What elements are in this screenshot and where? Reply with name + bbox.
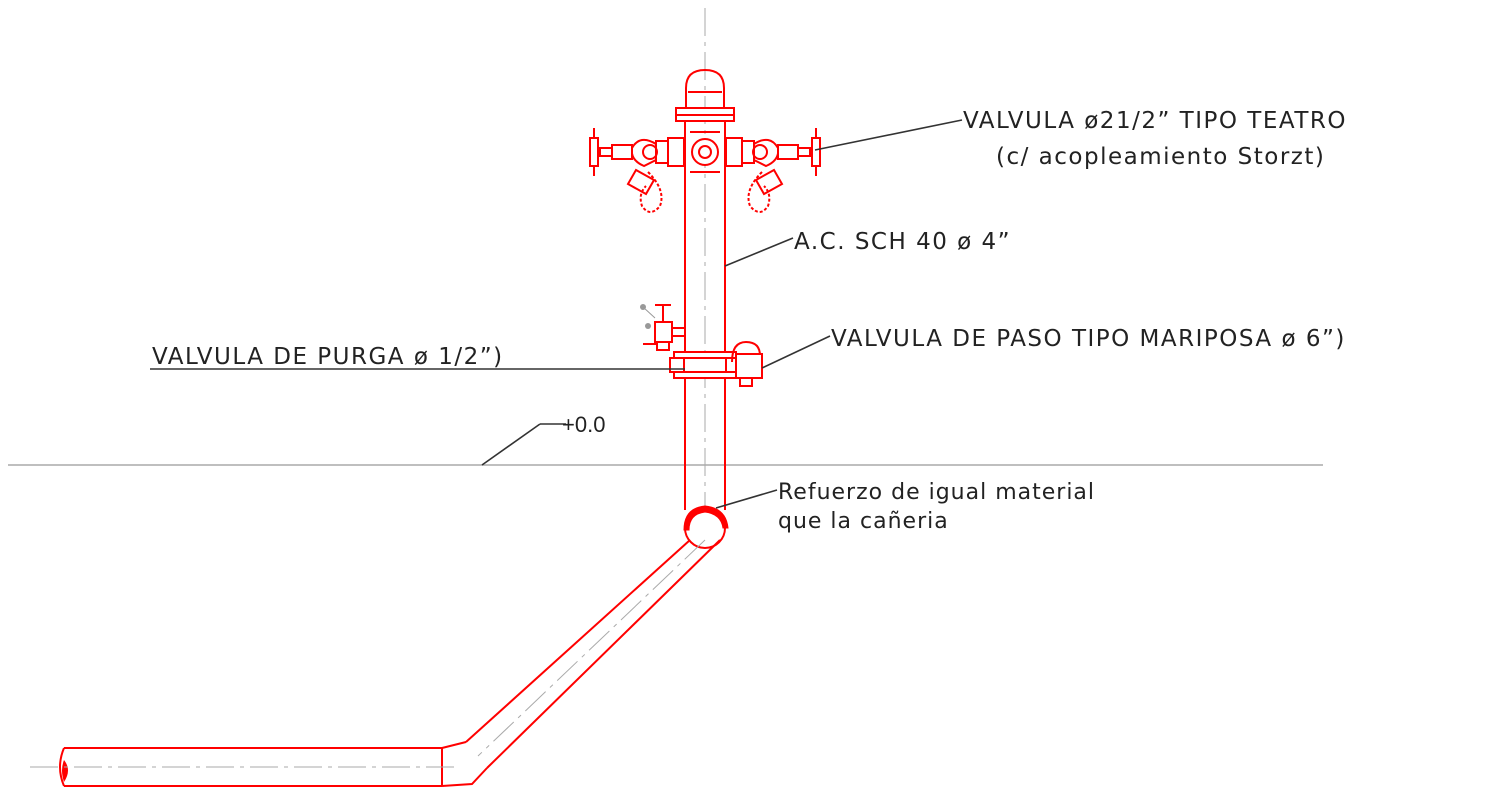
purge-valve: [640, 304, 685, 351]
leader-butterfly-valve: [761, 335, 831, 369]
label-teatro-valve-line2: (c/ acopleamiento Storzt): [996, 144, 1325, 170]
butterfly-valve: [669, 340, 763, 387]
left-outlet-valve: [589, 128, 685, 213]
leader-teatro-valve: [814, 119, 963, 151]
leader-level: [481, 423, 566, 466]
label-pipe-spec: A.C. SCH 40 ø 4”: [794, 229, 1011, 255]
buried-pipe: [30, 741, 488, 787]
label-reinforcement-line1: Refuerzo de igual material: [778, 480, 1095, 505]
leader-reinforcement: [715, 489, 778, 509]
label-reinforcement-line2: que la cañeria: [778, 509, 949, 534]
label-teatro-valve-line1: VALVULA ø21/2” TIPO TEATRO: [963, 108, 1347, 134]
elbow-reinforcement: [683, 505, 729, 549]
label-level: +0.0: [562, 412, 605, 437]
diagonal-pipe: [465, 539, 721, 769]
label-butterfly-valve: VALVULA DE PASO TIPO MARIPOSA ø 6”): [831, 326, 1346, 352]
riser-pipe: [684, 110, 726, 510]
hydrant-head-hub: [690, 131, 720, 173]
hydrant-cap: [675, 68, 735, 122]
label-purge-valve: VALVULA DE PURGA ø 1/2”): [152, 344, 504, 370]
right-outlet-valve: [725, 128, 821, 213]
leader-pipe-spec: [724, 237, 794, 267]
